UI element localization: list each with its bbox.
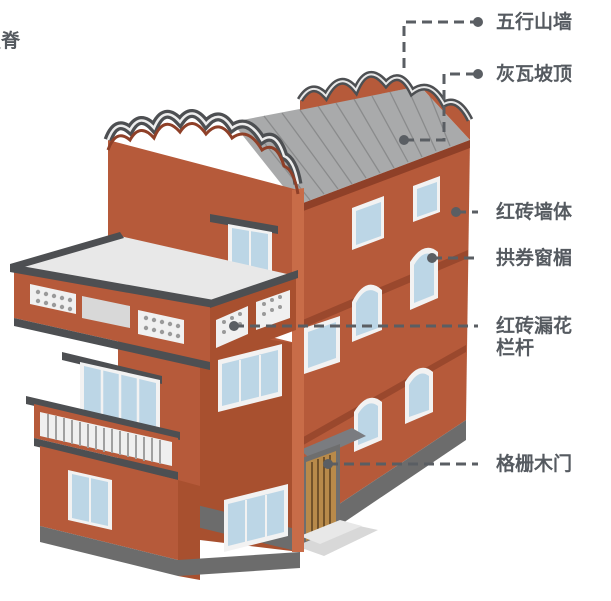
side-windows — [304, 176, 440, 452]
second-floor-front — [14, 318, 282, 480]
leader-wuxing-gable — [402, 20, 478, 68]
arched-window-1f-b — [405, 367, 433, 424]
front-wuxing-gable — [103, 109, 303, 195]
window-top-1 — [352, 196, 384, 250]
leader-grey-tile-roof — [404, 72, 478, 142]
window-top-2 — [413, 176, 440, 222]
dot-grey-tile-roof — [399, 135, 409, 145]
leader-dots — [229, 17, 483, 469]
label-red-brick-wall: 红砖墙体 — [496, 201, 573, 223]
label-grey-tile-roof: 灰瓦坡顶 — [496, 63, 573, 85]
label-ridge-partial: 屋脊 — [0, 30, 21, 52]
label-brick-lattice-railing-line1: 红砖漏花 — [496, 315, 573, 337]
lattice-panel-5 — [256, 290, 290, 330]
label-arched-lintel: 拱券窗楣 — [496, 247, 573, 269]
lattice-panel-3 — [138, 310, 184, 344]
label-brick-lattice-railing: 红砖漏花 栏杆 — [496, 315, 596, 359]
lattice-panel-2 — [82, 296, 130, 328]
leader-lines — [234, 20, 478, 466]
window-2f-left — [304, 316, 340, 374]
lattice-panel-1 — [30, 284, 76, 314]
dot-grey-tile-roof-end — [473, 69, 483, 79]
label-lattice-wood-door: 格栅木门 — [496, 453, 573, 475]
dot-brick-lattice-railing — [229, 321, 239, 331]
arched-window-2f-a — [352, 284, 382, 342]
ground-floor-front — [40, 446, 300, 580]
dot-wuxing-gable — [473, 17, 483, 27]
arched-window-2f-b — [410, 247, 438, 310]
label-wuxing-gable: 五行山墙 — [496, 11, 573, 33]
dot-red-brick-wall — [451, 207, 461, 217]
dot-arched-lintel — [427, 253, 437, 263]
brick-lattice-railings — [30, 284, 290, 348]
label-brick-lattice-railing-line2: 栏杆 — [496, 337, 535, 359]
rear-wuxing-gable — [296, 71, 474, 140]
dot-lattice-wood-door — [323, 459, 333, 469]
entrance — [296, 428, 378, 556]
